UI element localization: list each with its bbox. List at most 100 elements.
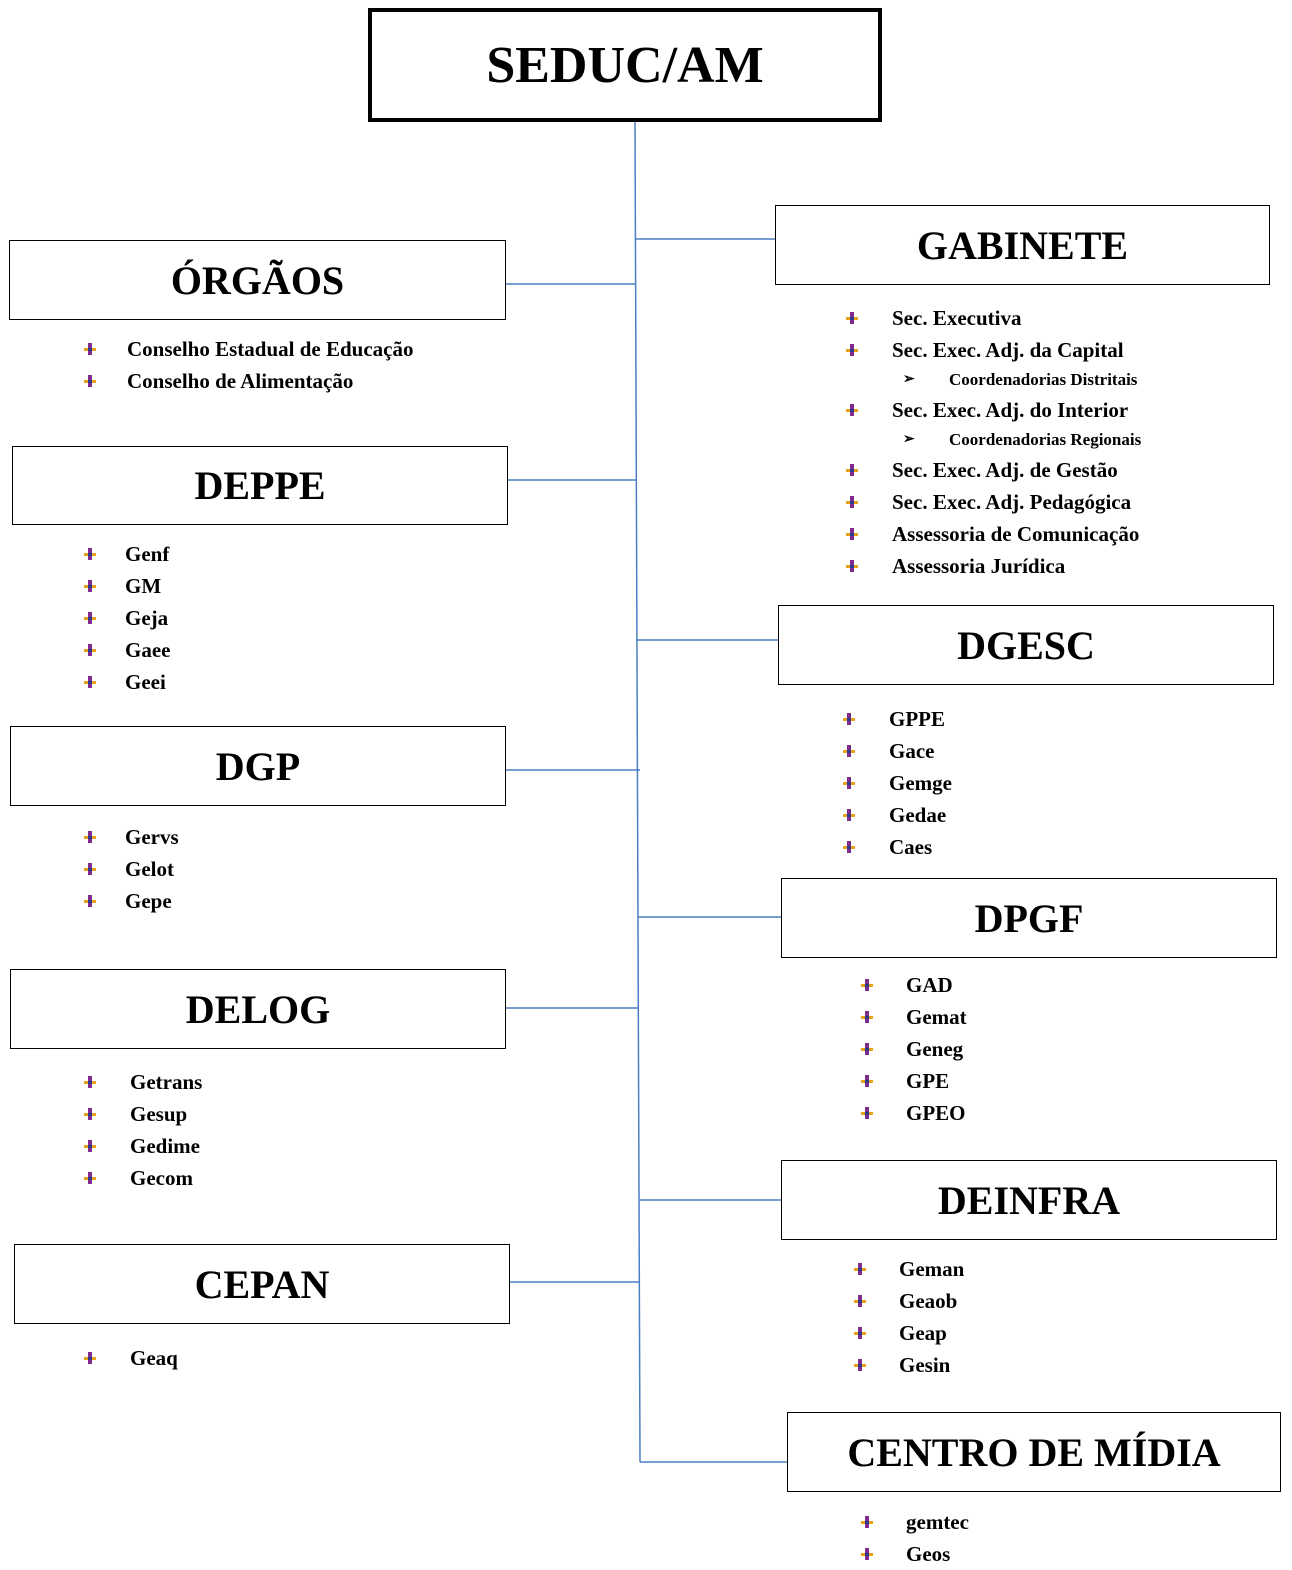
bullet-icon <box>854 1359 866 1371</box>
list-deinfra: Geman Geaob Geap Gesin <box>854 1253 1154 1373</box>
list-subitem: ➢Coordenadorias Distritais <box>846 366 1286 394</box>
arrowhead-icon: ➢ <box>903 432 915 447</box>
bullet-icon <box>84 1172 96 1184</box>
list-item: Assessoria Jurídica <box>846 550 1286 582</box>
list-item: Gaee <box>84 634 384 666</box>
bullet-icon <box>84 548 96 560</box>
bullet-icon <box>84 580 96 592</box>
list-dgp: Gervs Gelot Gepe <box>84 821 384 917</box>
list-item: Gemat <box>861 1001 1161 1033</box>
list-item: Gemge <box>843 767 1143 799</box>
box-dgesc: DGESC <box>778 605 1274 685</box>
list-item: Genf <box>84 538 384 570</box>
bullet-icon <box>861 1011 873 1023</box>
box-cepan: CEPAN <box>14 1244 510 1324</box>
box-title: DGESC <box>957 622 1095 668</box>
list-item: GM <box>84 570 384 602</box>
list-item: Conselho Estadual de Educação <box>84 333 504 365</box>
box-title: ÓRGÃOS <box>170 257 345 303</box>
list-item: Sec. Exec. Adj. Pedagógica <box>846 486 1286 518</box>
list-item: GAD <box>861 969 1161 1001</box>
bullet-icon <box>84 644 96 656</box>
bullet-icon <box>843 841 855 853</box>
list-orgaos: Conselho Estadual de Educação Conselho d… <box>84 333 504 397</box>
arrowhead-icon: ➢ <box>903 372 915 387</box>
list-item: Sec. Executiva <box>846 302 1286 334</box>
list-item: Gedae <box>843 799 1143 831</box>
box-centro-midia: CENTRO DE MÍDIA <box>787 1412 1281 1492</box>
bullet-icon <box>861 1107 873 1119</box>
box-title: CEPAN <box>194 1261 330 1307</box>
list-item: Caes <box>843 831 1143 863</box>
box-title: DGP <box>215 743 301 789</box>
bullet-icon <box>843 745 855 757</box>
list-item: Geaob <box>854 1285 1154 1317</box>
box-deinfra: DEINFRA <box>781 1160 1277 1240</box>
bullet-icon <box>843 809 855 821</box>
bullet-icon <box>843 713 855 725</box>
list-item: Gesup <box>84 1098 384 1130</box>
bullet-icon <box>861 979 873 991</box>
list-dgesc: GPPE Gace Gemge Gedae Caes <box>843 703 1143 863</box>
bullet-icon <box>84 1108 96 1120</box>
list-item: Geja <box>84 602 384 634</box>
list-cepan: Geaq <box>84 1342 384 1374</box>
box-orgaos: ÓRGÃOS <box>9 240 506 320</box>
bullet-icon <box>846 312 858 324</box>
list-item: Geei <box>84 666 384 698</box>
trunk-line <box>634 121 641 1463</box>
bullet-icon <box>84 831 96 843</box>
bullet-icon <box>861 1043 873 1055</box>
bullet-icon <box>846 464 858 476</box>
bullet-icon <box>846 404 858 416</box>
bullet-icon <box>861 1516 873 1528</box>
list-item: GPPE <box>843 703 1143 735</box>
bullet-icon <box>84 863 96 875</box>
bullet-icon <box>84 895 96 907</box>
list-item: Getrans <box>84 1066 384 1098</box>
bullet-icon <box>846 496 858 508</box>
list-item: Geaq <box>84 1342 384 1374</box>
list-item: Sec. Exec. Adj. da Capital <box>846 334 1286 366</box>
bullet-icon <box>84 343 96 355</box>
root-box-seduc: SEDUC/AM <box>368 8 882 122</box>
list-item: Gecom <box>84 1162 384 1194</box>
box-gabinete: GABINETE <box>775 205 1270 285</box>
list-item: Sec. Exec. Adj. do Interior <box>846 394 1286 426</box>
list-item: Gedime <box>84 1130 384 1162</box>
box-title: CENTRO DE MÍDIA <box>847 1429 1221 1475</box>
list-item: gemtec <box>861 1506 1161 1538</box>
box-dgp: DGP <box>10 726 506 806</box>
list-item: Geneg <box>861 1033 1161 1065</box>
list-dpgf: GAD Gemat Geneg GPE GPEO <box>861 969 1161 1129</box>
list-gabinete: Sec. Executiva Sec. Exec. Adj. da Capita… <box>846 302 1286 582</box>
list-item: Geman <box>854 1253 1154 1285</box>
list-delog: Getrans Gesup Gedime Gecom <box>84 1066 384 1194</box>
bullet-icon <box>84 375 96 387</box>
bullet-icon <box>84 676 96 688</box>
list-item: Gace <box>843 735 1143 767</box>
list-item: Geap <box>854 1317 1154 1349</box>
box-title: DPGF <box>974 895 1084 941</box>
box-dpgf: DPGF <box>781 878 1277 958</box>
box-deppe: DEPPE <box>12 446 508 525</box>
box-delog: DELOG <box>10 969 506 1049</box>
box-title: GABINETE <box>916 222 1129 268</box>
bullet-icon <box>846 560 858 572</box>
bullet-icon <box>854 1263 866 1275</box>
bullet-icon <box>846 528 858 540</box>
bullet-icon <box>861 1548 873 1560</box>
list-item: Conselho de Alimentação <box>84 365 504 397</box>
bullet-icon <box>854 1327 866 1339</box>
box-title: DEPPE <box>194 463 326 508</box>
list-item: Geos <box>861 1538 1161 1570</box>
bullet-icon <box>84 1140 96 1152</box>
list-deppe: Genf GM Geja Gaee Geei <box>84 538 384 698</box>
bullet-icon <box>84 1076 96 1088</box>
list-item: Gepe <box>84 885 384 917</box>
bullet-icon <box>854 1295 866 1307</box>
list-subitem: ➢Coordenadorias Regionais <box>846 426 1286 454</box>
list-item: Gesin <box>854 1349 1154 1373</box>
list-item: Sec. Exec. Adj. de Gestão <box>846 454 1286 486</box>
